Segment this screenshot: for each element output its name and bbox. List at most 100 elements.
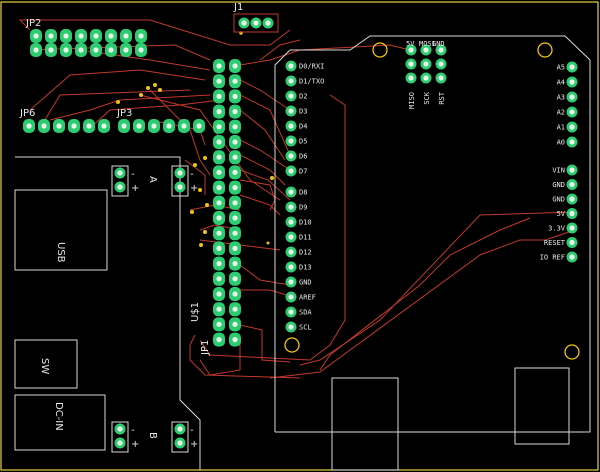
arduino-right-pin-label: 3.3V (548, 225, 566, 233)
u1-pad (213, 74, 225, 89)
jp6-label: JP6 (19, 108, 35, 119)
jp2-pad (60, 43, 72, 57)
icsp-pad (420, 72, 432, 84)
terminal-pad (114, 167, 126, 179)
arduino-left-pin (285, 135, 297, 147)
mounting-holes (284, 42, 580, 360)
pin-labels: D0/RXID1/TXOD2D3D4D5D6D7D8D9D10D11D12D13… (299, 40, 566, 332)
arduino-right-pin (566, 121, 578, 133)
u1-pad (229, 119, 241, 134)
arduino-right-pin-label: A1 (557, 124, 565, 132)
icsp-pad (405, 72, 417, 84)
u1-pad (213, 317, 225, 332)
arduino-left-pin (285, 306, 297, 318)
u1-pad (229, 241, 241, 256)
terminal-a2 (171, 165, 189, 197)
u1-pad (213, 150, 225, 165)
b1-minus: - (131, 425, 135, 436)
jp2-pad (60, 29, 72, 43)
u1-pad (229, 256, 241, 271)
arduino-left-pin-label: D6 (299, 153, 307, 161)
arduino-right-pin-label: A0 (557, 139, 565, 147)
enclosure-outline (15, 156, 201, 470)
u1-pad (213, 165, 225, 180)
jp6-pad (68, 119, 80, 133)
u1-pad (229, 287, 241, 301)
u1-pad (213, 89, 225, 104)
arduino-right-pin-label: A5 (557, 64, 565, 72)
jp2-pad (45, 43, 57, 57)
jp1-label: JP1 (200, 340, 211, 356)
terminal-pad (174, 423, 186, 435)
arduino-left-pin-label: D3 (299, 108, 307, 116)
arduino-left-pin (285, 165, 297, 177)
jp2-pad (30, 29, 42, 43)
arduino-left-pin (285, 120, 297, 132)
u1-pad (213, 302, 225, 317)
arduino-right-pin (566, 208, 578, 219)
terminal-pad (114, 181, 126, 193)
arduino-left-pin (285, 75, 297, 87)
j1-pad (262, 17, 274, 29)
arduino-left-pin (285, 246, 297, 258)
arduino-left-pin-label: D9 (299, 204, 307, 212)
terminal-a1 (111, 165, 129, 197)
b-label: B (147, 432, 158, 439)
arduino-left-pin-label: D11 (299, 234, 312, 242)
jp6-pad (83, 119, 95, 133)
terminal-b1 (111, 421, 129, 453)
u1-pad (229, 271, 241, 286)
usb-connector-outline (331, 377, 399, 471)
u1-pad (229, 211, 241, 225)
sw-label: SW (39, 358, 50, 374)
arduino-left-pin (285, 231, 297, 243)
u1-pad (213, 211, 225, 225)
u1-pad (213, 104, 225, 119)
icsp-bottom-label: RST (438, 91, 446, 104)
u1-pad (229, 104, 241, 119)
jp2-pad (30, 43, 42, 57)
arduino-left-pin-label: SCL (299, 324, 312, 332)
jp2-pad (105, 29, 117, 43)
a2-plus: + (190, 183, 198, 194)
arduino-right-pin (566, 164, 578, 176)
arduino-right-pin-label: 5V (557, 210, 566, 218)
arduino-left-pin (285, 276, 297, 288)
arduino-right-pin-label: A2 (557, 109, 565, 117)
icsp-bottom-label: SCK (423, 91, 431, 104)
arduino-left-pin-label: D7 (299, 168, 307, 176)
jp2-pad (120, 43, 132, 57)
arduino-left-pin-label: D10 (299, 219, 312, 227)
arduino-left-pin (285, 261, 297, 273)
jp3-pad (133, 119, 145, 133)
arduino-right-pin (566, 91, 578, 103)
arduino-shield-outline (274, 35, 591, 433)
terminal-b2 (171, 421, 189, 453)
vias (116, 31, 274, 247)
arduino-right-pin (566, 193, 578, 205)
pads (23, 17, 578, 449)
b2-minus: - (190, 425, 194, 436)
u1-pad (213, 59, 225, 73)
u1-pad (229, 74, 241, 89)
a2-minus: - (190, 169, 194, 180)
u1-pad (229, 59, 241, 73)
jp6-pad (98, 119, 110, 133)
arduino-right-pin (566, 222, 578, 234)
arduino-left-pin (285, 60, 297, 72)
u1-pad (213, 226, 225, 241)
j1-label: J1 (233, 2, 243, 13)
copper-traces (18, 19, 576, 379)
u1-pad (229, 89, 241, 104)
dcin-label: DC-IN (53, 402, 64, 431)
jp3-pad (178, 119, 190, 133)
u1-pad (229, 317, 241, 332)
jp2-pad (135, 43, 147, 57)
arduino-left-pin-label: D1/TXO (299, 78, 324, 86)
u1-pad (213, 241, 225, 256)
arduino-right-pin (566, 106, 578, 118)
arduino-right-pin (566, 61, 578, 73)
